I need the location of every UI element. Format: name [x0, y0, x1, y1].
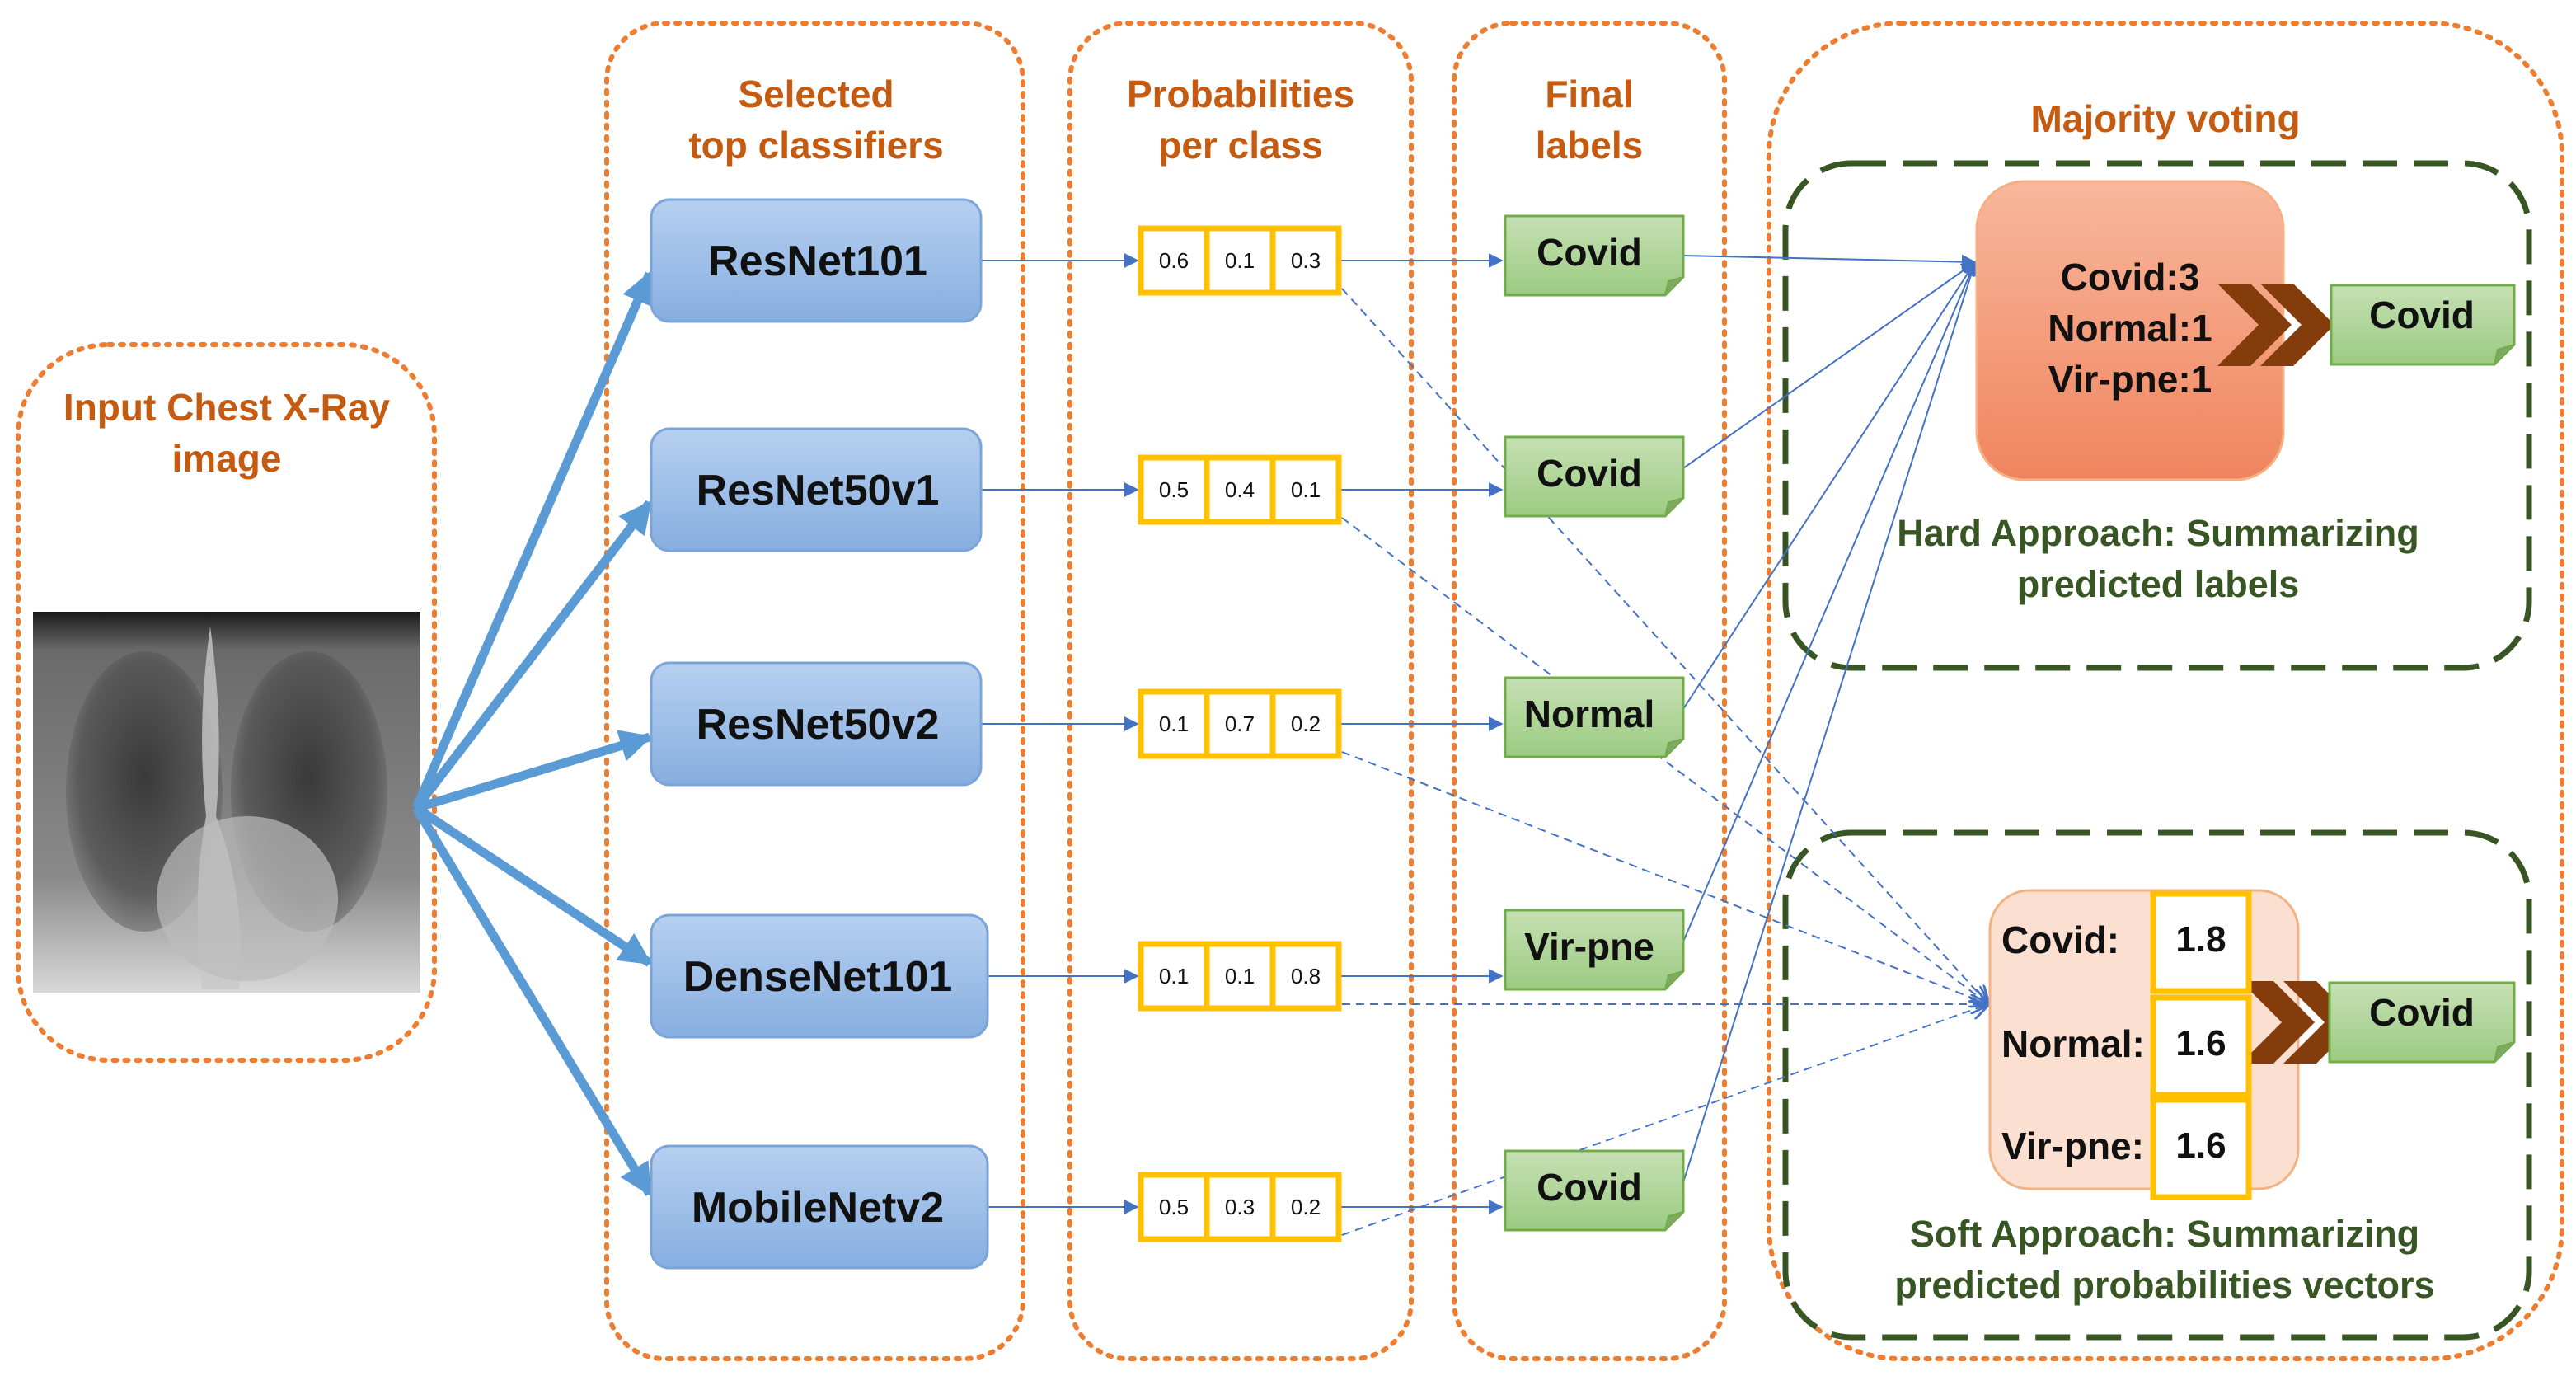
- label-to-hard-arrow: [1682, 261, 1977, 942]
- probability-cell: [1269, 688, 1342, 759]
- hard-chevron-icon: [2217, 284, 2334, 366]
- classifier-box: [650, 661, 983, 787]
- probability-cell: [1269, 941, 1342, 1012]
- soft-result-label: Covid: [2369, 991, 2475, 1034]
- probability-value: 0.2: [1291, 711, 1321, 736]
- prob-to-soft-arrow: [1341, 751, 1988, 1004]
- classifier-to-label-arrows: [981, 253, 1988, 1236]
- model-row: ResNet50v2 0.1 0.7 0.2 Normal: [650, 661, 1685, 787]
- classifier-name: ResNet50v2: [697, 701, 940, 749]
- label-to-hard-arrow: [1682, 261, 1977, 469]
- input-panel: [16, 342, 437, 1063]
- final-label-text: Vir-pne: [1524, 925, 1654, 968]
- hard-count-normal: Normal:1: [2048, 307, 2212, 350]
- probability-value: 0.1: [1225, 964, 1255, 989]
- hard-approach-panel: [1782, 160, 2532, 671]
- probability-value: 0.1: [1225, 248, 1255, 273]
- hard-result-label: Covid: [2369, 294, 2475, 336]
- probability-value: 0.1: [1159, 964, 1189, 989]
- model-row: DenseNet101 0.1 0.1 0.8 Vir-pne: [650, 909, 1685, 1039]
- soft-sum-cell: [2150, 1097, 2252, 1200]
- probability-cell: [1269, 225, 1342, 296]
- probability-cell: [1269, 454, 1342, 525]
- soft-sum-value: 1.6: [2175, 1023, 2226, 1064]
- hard-approach: Covid:3 Normal:1 Vir-pne:1 Covid Hard Ap…: [1897, 180, 2516, 605]
- final-label-text: Normal: [1524, 693, 1654, 735]
- fan-arrow: [412, 500, 654, 811]
- prob-to-soft-arrow: [1341, 517, 1988, 1004]
- fan-arrow: [411, 270, 655, 810]
- soft-sum-value: 1.6: [2175, 1125, 2226, 1166]
- classifier-name: ResNet50v1: [697, 467, 940, 514]
- label-to-hard-arrow: [1682, 254, 1977, 270]
- input-fan-arrows: [411, 270, 655, 1197]
- soft-sum-cell: [2150, 890, 2252, 994]
- label-to-hard-arrow: [1682, 261, 1978, 1183]
- probability-value: 0.2: [1291, 1195, 1321, 1219]
- probability-value: 0.3: [1291, 248, 1321, 273]
- probability-value: 0.8: [1291, 964, 1321, 989]
- probability-value: 0.1: [1291, 477, 1321, 502]
- prob-to-soft-arrow: [1341, 288, 1988, 1004]
- model-row: ResNet101 0.6 0.1 0.3 Covid: [650, 198, 1685, 323]
- soft-sum-cell: [2150, 994, 2252, 1098]
- hard-count-virpne: Vir-pne:1: [2048, 358, 2212, 401]
- hard-count-covid: Covid:3: [2061, 256, 2200, 298]
- soft-class-label: Normal:: [2001, 1022, 2145, 1065]
- soft-class-label: Covid:: [2001, 918, 2119, 961]
- final-labels-panel: [1452, 21, 1727, 1361]
- chest-xray-image: [33, 612, 420, 993]
- classifier-name: MobileNetv2: [692, 1184, 944, 1232]
- prob-to-soft-arrow: [1341, 1004, 1988, 1236]
- classifiers-panel: [604, 21, 1025, 1361]
- classifier-name: ResNet101: [708, 237, 927, 285]
- voting-header: Majority voting: [2030, 97, 2300, 140]
- probability-value: 0.7: [1225, 711, 1255, 736]
- final-label-text: Covid: [1537, 1166, 1642, 1209]
- soft-sum-value: 1.8: [2175, 919, 2226, 960]
- probability-value: 0.1: [1159, 711, 1189, 736]
- probability-value: 0.4: [1225, 477, 1255, 502]
- probability-cell: [1138, 1172, 1210, 1242]
- final-label-text: Covid: [1537, 231, 1642, 274]
- soft-class-label: Vir-pne:: [2001, 1125, 2144, 1167]
- fan-arrow: [415, 730, 653, 813]
- fan-arrow: [412, 805, 654, 1197]
- final-label-text: Covid: [1537, 452, 1642, 495]
- approach-panels: [1782, 160, 2532, 1341]
- probability-value: 0.6: [1159, 248, 1189, 273]
- classifier-box: [650, 913, 989, 1039]
- probabilities-panel: [1067, 21, 1414, 1361]
- probability-value: 0.5: [1159, 1195, 1189, 1219]
- model-row: ResNet50v1 0.5 0.4 0.1 Covid: [650, 427, 1685, 552]
- fan-arrow: [413, 804, 653, 967]
- column-panels: [16, 21, 2564, 1361]
- classifier-box: [650, 427, 983, 552]
- probability-cell: [1269, 1172, 1342, 1242]
- classifier-box: [650, 198, 983, 323]
- model-row: MobileNetv2 0.5 0.3 0.2 Covid: [650, 1144, 1685, 1270]
- soft-approach-panel: [1782, 829, 2532, 1341]
- probability-value: 0.3: [1225, 1195, 1255, 1219]
- classifier-name: DenseNet101: [683, 953, 953, 1001]
- probability-cell: [1138, 688, 1210, 759]
- voting-panel: [1767, 21, 2564, 1361]
- probability-value: 0.5: [1159, 477, 1189, 502]
- classifier-box: [650, 1144, 989, 1270]
- label-to-hard-arrow: [1682, 261, 1976, 710]
